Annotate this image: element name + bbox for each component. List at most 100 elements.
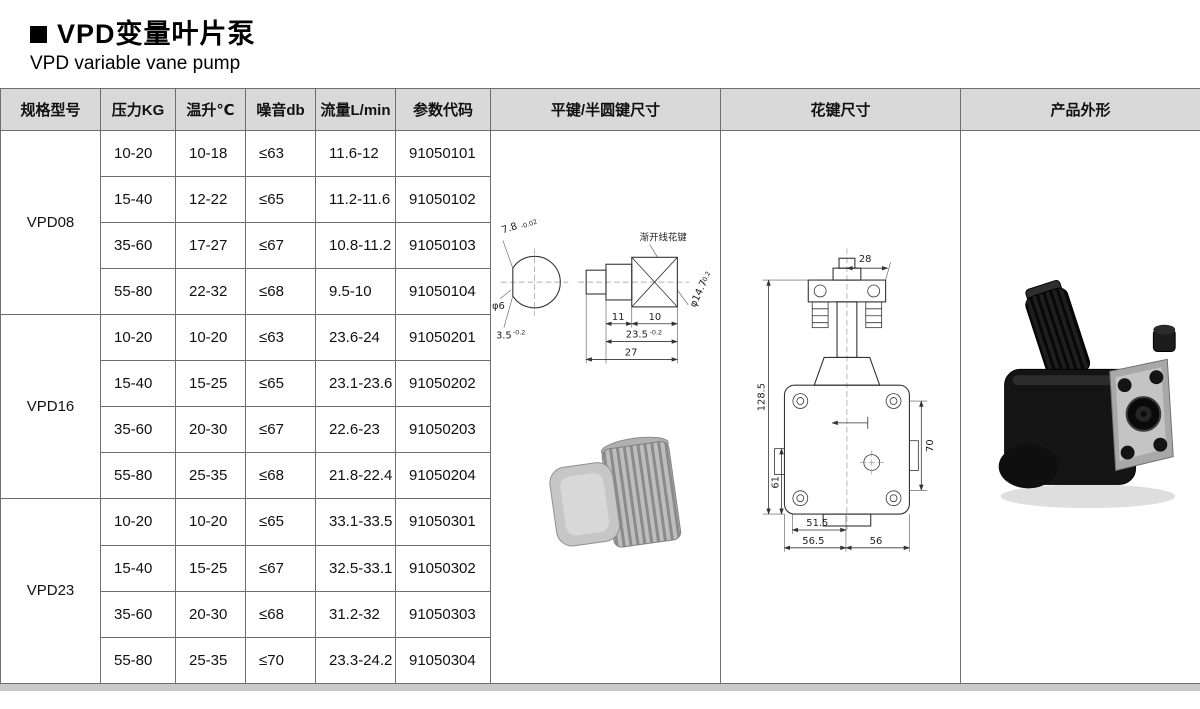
flow-cell: 9.5-10 — [315, 267, 396, 315]
param-code-cell: 91050204 — [395, 452, 491, 500]
pressure-cell: 10-20 — [100, 129, 176, 177]
temp-rise-cell: 25-35 — [175, 452, 246, 500]
model-cell: VPD08 — [0, 129, 101, 315]
dim-phi147-tol: -0.2 — [700, 270, 713, 285]
table-row: 55-80 22-32 ≤68 9.5-10 91050104 — [1, 267, 1200, 315]
col-header-pressure: 压力KG — [100, 87, 176, 131]
temp-rise-cell: 10-20 — [175, 313, 246, 362]
product-photo — [998, 279, 1176, 508]
splined-shaft-photo — [549, 436, 682, 548]
table-row: 15-40 15-25 ≤67 32.5-33.1 91050302 — [1, 544, 1200, 592]
flow-cell: 22.6-23 — [315, 406, 396, 454]
header-row: 规格型号 压力KG 温升℃ 噪音db 流量L/min 参数代码 平键/半圆键尺寸… — [0, 87, 1200, 131]
pressure-cell: 35-60 — [100, 221, 176, 269]
pump-front-view — [774, 248, 919, 530]
pump-dimensions: 28 128.5 61 — [757, 254, 936, 552]
dim-phi6: φ6 — [492, 301, 505, 312]
table-row: 15-40 12-22 ≤65 11.2-11.6 91050102 — [1, 175, 1200, 223]
spline-drawing-svg: 28 128.5 61 — [757, 248, 936, 552]
table-row: 55-80 25-35 ≤70 23.3-24.2 91050304 — [1, 636, 1200, 684]
table-row: 55-80 25-35 ≤68 21.8-22.4 91050204 — [1, 452, 1200, 500]
shaft-cross-section: 7.8 -0.02 φ6 3.5 -0.2 — [492, 217, 569, 341]
col-header-flow: 流量L/min — [315, 87, 396, 131]
dim-key-depth: 3.5 — [496, 330, 512, 341]
flow-cell: 31.2-32 — [315, 590, 396, 638]
table-row: VPD23 10-20 10-20 ≤65 33.1-33.5 91050301 — [0, 498, 1200, 684]
temp-rise-cell: 15-25 — [175, 544, 246, 592]
param-code-cell: 91050102 — [395, 175, 491, 223]
pressure-cell: 15-40 — [100, 175, 176, 223]
dim-seg1: 11 — [612, 311, 625, 322]
dim-61: 61 — [771, 476, 782, 489]
dim-len2: 27 — [625, 347, 638, 358]
col-header-temp-rise: 温升℃ — [175, 87, 246, 131]
col-header-param-code: 参数代码 — [395, 87, 491, 131]
param-code-cell: 91050301 — [395, 498, 491, 546]
flow-cell: 21.8-22.4 — [315, 452, 396, 500]
table-row: VPD16 10-20 10-20 ≤63 23.6-24 91050201 — [0, 313, 1200, 500]
table-row: VPD08 10-20 10-18 ≤63 11.6-12 91050101 — [0, 129, 1200, 684]
flow-cell: 23.3-24.2 — [315, 636, 396, 684]
key-drawing-svg: 7.8 -0.02 φ6 3.5 -0.2 — [492, 217, 713, 548]
col-header-key-dims: 平键/半圆键尺寸 — [490, 87, 721, 131]
dim-28: 28 — [859, 254, 872, 265]
table-row: 15-40 15-25 ≤65 23.1-23.6 91050202 — [1, 360, 1200, 408]
dim-56: 56 — [870, 536, 883, 547]
pressure-cell: 15-40 — [100, 544, 176, 592]
col-header-model: 规格型号 — [0, 87, 101, 131]
temp-rise-cell: 25-35 — [175, 636, 246, 684]
noise-cell: ≤63 — [245, 313, 316, 362]
dim-56-5: 56.5 — [802, 536, 824, 547]
pressure-cell: 35-60 — [100, 406, 176, 454]
dim-128-5: 128.5 — [757, 383, 768, 411]
dim-key-depth-tol: -0.2 — [513, 328, 526, 336]
temp-rise-cell: 17-27 — [175, 221, 246, 269]
col-header-noise: 噪音db — [245, 87, 316, 131]
flow-cell: 32.5-33.1 — [315, 544, 396, 592]
noise-cell: ≤67 — [245, 406, 316, 454]
flow-cell: 23.1-23.6 — [315, 360, 396, 408]
table-row: 35-60 20-30 ≤68 31.2-32 91050303 — [1, 590, 1200, 638]
dim-key-width-tol: -0.02 — [520, 217, 538, 230]
noise-cell: ≤63 — [245, 129, 316, 177]
table-row: 35-60 17-27 ≤67 10.8-11.2 91050103 — [1, 221, 1200, 269]
flow-cell: 11.6-12 — [315, 129, 396, 177]
noise-cell: ≤68 — [245, 590, 316, 638]
col-header-spline-dims: 花键尺寸 — [720, 87, 961, 131]
temp-rise-cell: 20-30 — [175, 590, 246, 638]
table-row: 35-60 20-30 ≤67 22.6-23 91050203 — [1, 406, 1200, 454]
model-cell: VPD16 — [0, 313, 101, 500]
bottom-bar — [0, 683, 1200, 691]
param-code-cell: 91050303 — [395, 590, 491, 638]
dim-len1: 23.5 — [626, 329, 648, 340]
pressure-cell: 15-40 — [100, 360, 176, 408]
temp-rise-cell: 10-20 — [175, 498, 246, 546]
param-code-cell: 91050104 — [395, 267, 491, 315]
param-code-cell: 91050304 — [395, 636, 491, 684]
flow-cell: 10.8-11.2 — [315, 221, 396, 269]
param-code-cell: 91050202 — [395, 360, 491, 408]
noise-cell: ≤65 — [245, 498, 316, 546]
spline-note-label: 渐开线花键 — [640, 231, 688, 243]
product-photo-cell — [960, 129, 1200, 684]
page-title-en: VPD variable vane pump — [30, 52, 241, 74]
noise-cell: ≤67 — [245, 544, 316, 592]
key-dimension-drawing: 7.8 -0.02 φ6 3.5 -0.2 — [490, 129, 721, 684]
param-code-cell: 91050302 — [395, 544, 491, 592]
noise-cell: ≤67 — [245, 221, 316, 269]
flow-cell: 23.6-24 — [315, 313, 396, 362]
flow-cell: 33.1-33.5 — [315, 498, 396, 546]
pressure-cell: 35-60 — [100, 590, 176, 638]
dim-51-5: 51.5 — [806, 518, 828, 529]
noise-cell: ≤70 — [245, 636, 316, 684]
temp-rise-cell: 15-25 — [175, 360, 246, 408]
shaft-side-view: 渐开线花键 11 10 23.5 -0.2 — [578, 231, 713, 364]
dim-len1-tol: -0.2 — [650, 328, 663, 336]
pressure-cell: 55-80 — [100, 267, 176, 315]
param-code-cell: 91050103 — [395, 221, 491, 269]
pump-photo-render — [998, 279, 1176, 508]
noise-cell: ≤68 — [245, 267, 316, 315]
flow-cell: 11.2-11.6 — [315, 175, 396, 223]
noise-cell: ≤65 — [245, 360, 316, 408]
pressure-cell: 10-20 — [100, 313, 176, 362]
